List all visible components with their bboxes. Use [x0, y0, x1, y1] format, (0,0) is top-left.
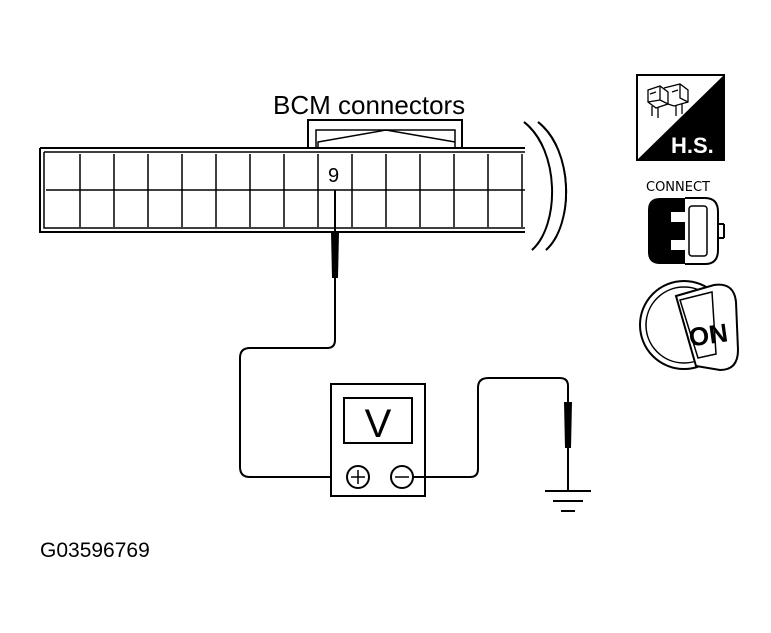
positive-lead: [239, 290, 345, 478]
voltmeter: [330, 383, 426, 497]
ignition-on-icon: [639, 280, 740, 372]
ground-probe: [564, 402, 572, 490]
meter-display: V: [365, 402, 392, 446]
ignition-on-label: ON: [687, 317, 730, 352]
ground-icon: [545, 490, 591, 512]
negative-lead: [413, 377, 569, 478]
pin-number-label: 9: [328, 165, 339, 187]
connect-label: CONNECT: [646, 180, 710, 195]
positive-probe: [331, 190, 339, 290]
harness-side-icon: [636, 74, 725, 161]
hs-label: H.S.: [671, 133, 714, 158]
figure-id: G03596769: [40, 539, 150, 562]
connect-icon: [648, 197, 725, 265]
bcm-connector: [39, 119, 568, 251]
connector-title: BCM connectors: [273, 90, 465, 120]
